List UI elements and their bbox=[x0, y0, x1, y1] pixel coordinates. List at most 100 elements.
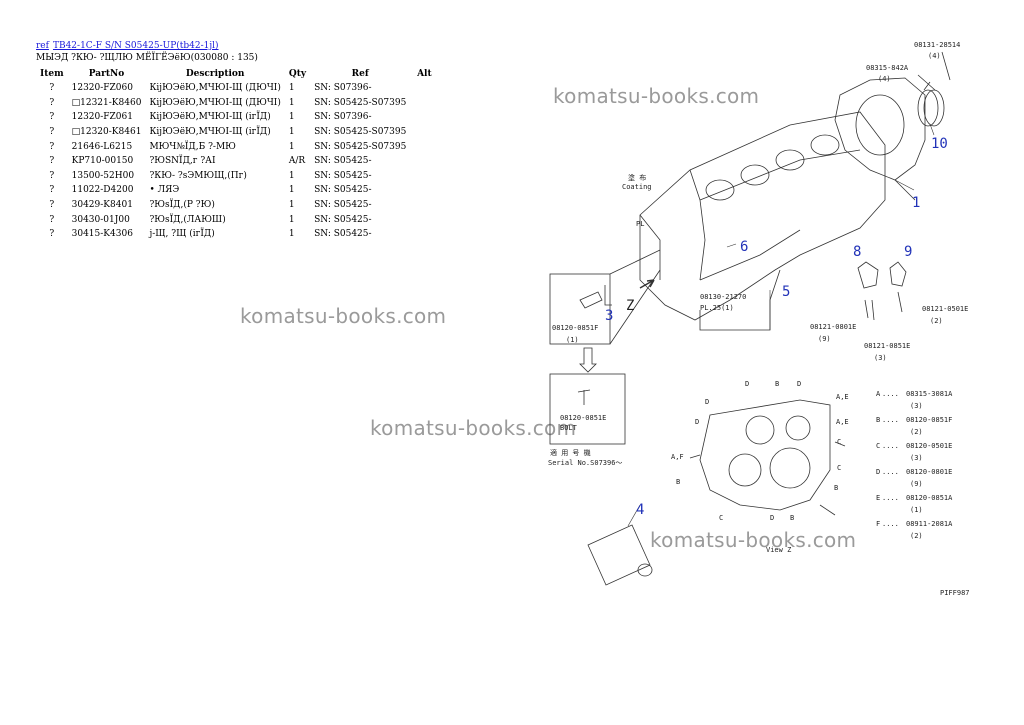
legend-item-f: F .... 08911-2081A (2) bbox=[876, 520, 953, 540]
cell-partno: □12321-K8460 bbox=[71, 97, 142, 108]
figure-code: PIFF987 bbox=[940, 589, 970, 597]
part-number-left: 08120-0851F bbox=[552, 324, 598, 332]
letter-b-label: B bbox=[676, 478, 680, 486]
page-subtitle: МЫЭД ?КЮ- ?ЩЛЮ МЁЇГЁЭёЮ(030080 : 135) bbox=[36, 53, 258, 63]
letter-ae-label: A,E bbox=[836, 418, 849, 426]
watermark: komatsu-books.com bbox=[370, 416, 577, 440]
callout-1: 1 bbox=[912, 195, 920, 211]
cell-description: МЮЧ№ЇД,Б ?-МЮ bbox=[149, 141, 236, 152]
cell-qty: 1 bbox=[288, 200, 295, 211]
cell-partno: 30429-K8401 bbox=[71, 200, 133, 211]
column-header-qty: Qty bbox=[288, 68, 307, 79]
svg-text:(1): (1) bbox=[910, 506, 923, 514]
svg-text:....: .... bbox=[882, 468, 899, 476]
fastener-legend: A .... 08315-3081A (3) B .... 08120-0851… bbox=[876, 390, 953, 540]
cell-item: ? bbox=[49, 200, 55, 211]
part-number-8: 08315-842A bbox=[866, 64, 909, 72]
letter-d-label: D bbox=[695, 418, 699, 426]
part-number-r1-qty: (2) bbox=[930, 317, 943, 325]
callout-5: 5 bbox=[782, 284, 790, 300]
letter-b-label: B bbox=[834, 484, 838, 492]
svg-text:E: E bbox=[876, 494, 880, 502]
column-header-item: Item bbox=[40, 68, 64, 79]
legend-item-c: C .... 08120-0501E (3) bbox=[876, 442, 952, 462]
part-number-old: 08120-0851E bbox=[560, 414, 606, 422]
cell-qty: A/R bbox=[288, 156, 306, 167]
cell-ref: SN: S07396- bbox=[314, 83, 372, 94]
cell-alt bbox=[410, 154, 438, 169]
callout-8: 8 bbox=[853, 244, 861, 260]
cell-alt bbox=[410, 212, 438, 227]
serial-jp-label: 適 用 号 機 bbox=[550, 448, 591, 457]
svg-text:(2): (2) bbox=[910, 532, 923, 540]
cell-description: КijЮЭёЮ,МЧЮІ-Щ (iгЇД) bbox=[149, 127, 271, 138]
cell-description: • ЛЯЭ bbox=[149, 185, 180, 196]
cell-partno: 12320-FZ061 bbox=[71, 112, 133, 123]
old-bolt-drawing bbox=[549, 373, 626, 445]
cell-alt bbox=[410, 139, 438, 154]
cell-alt bbox=[410, 81, 438, 96]
legend-item-e: E .... 08120-0851A (1) bbox=[876, 494, 953, 514]
model-link[interactable]: TB42-1C-F S/N S05425-UP(tb42-1jl) bbox=[52, 41, 219, 51]
detail-z-drawing bbox=[549, 249, 661, 373]
sealant-tube-drawing bbox=[587, 524, 653, 586]
gear-case-drawing bbox=[689, 399, 846, 516]
cell-qty: 1 bbox=[288, 112, 295, 123]
cell-partno: 12320-FZ060 bbox=[71, 83, 133, 94]
letter-d-label: D bbox=[797, 380, 801, 388]
pl-reference: PL.25(1) bbox=[700, 304, 734, 312]
cell-item: ? bbox=[49, 229, 55, 240]
svg-text:(9): (9) bbox=[910, 480, 923, 488]
cell-description: ?ЮSNЇД,г ?АІ bbox=[149, 156, 216, 167]
watermark: komatsu-books.com bbox=[650, 528, 857, 552]
cell-partno: 30415-K4306 bbox=[71, 229, 133, 240]
letter-d-label: D bbox=[705, 398, 709, 406]
pl-label: PL bbox=[636, 220, 644, 228]
cell-qty: 1 bbox=[288, 214, 295, 225]
cell-alt bbox=[410, 110, 438, 125]
watermark: komatsu-books.com bbox=[553, 84, 760, 108]
cell-ref: SN: S05425- bbox=[314, 156, 372, 167]
cell-partno: 30430-01J00 bbox=[71, 214, 130, 225]
part-number-left-qty: (1) bbox=[566, 336, 579, 344]
cell-alt bbox=[410, 169, 438, 184]
part-number-top-qty: (4) bbox=[928, 52, 941, 60]
cell-partno: 11022-D4200 bbox=[71, 185, 134, 196]
part-number-main: 08130-21270 bbox=[700, 293, 746, 301]
column-header-description: Description bbox=[185, 68, 245, 79]
cell-ref: SN: S05425-S07395 bbox=[314, 141, 407, 152]
part-number-r3: 08121-0851E bbox=[864, 342, 910, 350]
svg-text:....: .... bbox=[882, 390, 899, 398]
ref-link[interactable]: ref bbox=[36, 41, 49, 51]
cell-qty: 1 bbox=[288, 229, 295, 240]
cell-description: КijЮЭёЮ,МЧЮІ-Щ (iгЇД) bbox=[149, 112, 271, 123]
column-header-ref: Ref bbox=[351, 68, 369, 79]
column-header-alt: Alt bbox=[417, 68, 432, 79]
cell-description: ?КЮ- ?sЭМЮЩ,(Пг) bbox=[149, 170, 247, 181]
old-bolt-label: BOLT bbox=[560, 424, 578, 432]
cell-description: ?ЮsЇД,(Р ?Ю) bbox=[149, 200, 215, 211]
cell-ref: SN: S05425- bbox=[314, 214, 372, 225]
legend-item-a: A .... 08315-3081A (3) bbox=[876, 390, 953, 410]
svg-text:(2): (2) bbox=[910, 428, 923, 436]
cell-item: ? bbox=[49, 127, 55, 138]
legend-item-b: B .... 08120-0851F (2) bbox=[876, 416, 952, 436]
svg-text:08120-0851A: 08120-0851A bbox=[906, 494, 953, 502]
part-number-top: 08131-28514 bbox=[914, 41, 960, 49]
cell-alt bbox=[410, 183, 438, 198]
svg-text:08911-2081A: 08911-2081A bbox=[906, 520, 953, 528]
legend-item-d: D .... 08120-0801E (9) bbox=[876, 468, 952, 488]
letter-ae-label: A,E bbox=[836, 393, 849, 401]
svg-text:D: D bbox=[876, 468, 880, 476]
cell-description: КijЮЭёЮ,МЧЮІ-Щ (ДЮЧІ) bbox=[149, 83, 281, 94]
cell-partno: □12320-K8461 bbox=[71, 127, 142, 138]
cell-qty: 1 bbox=[288, 170, 295, 181]
